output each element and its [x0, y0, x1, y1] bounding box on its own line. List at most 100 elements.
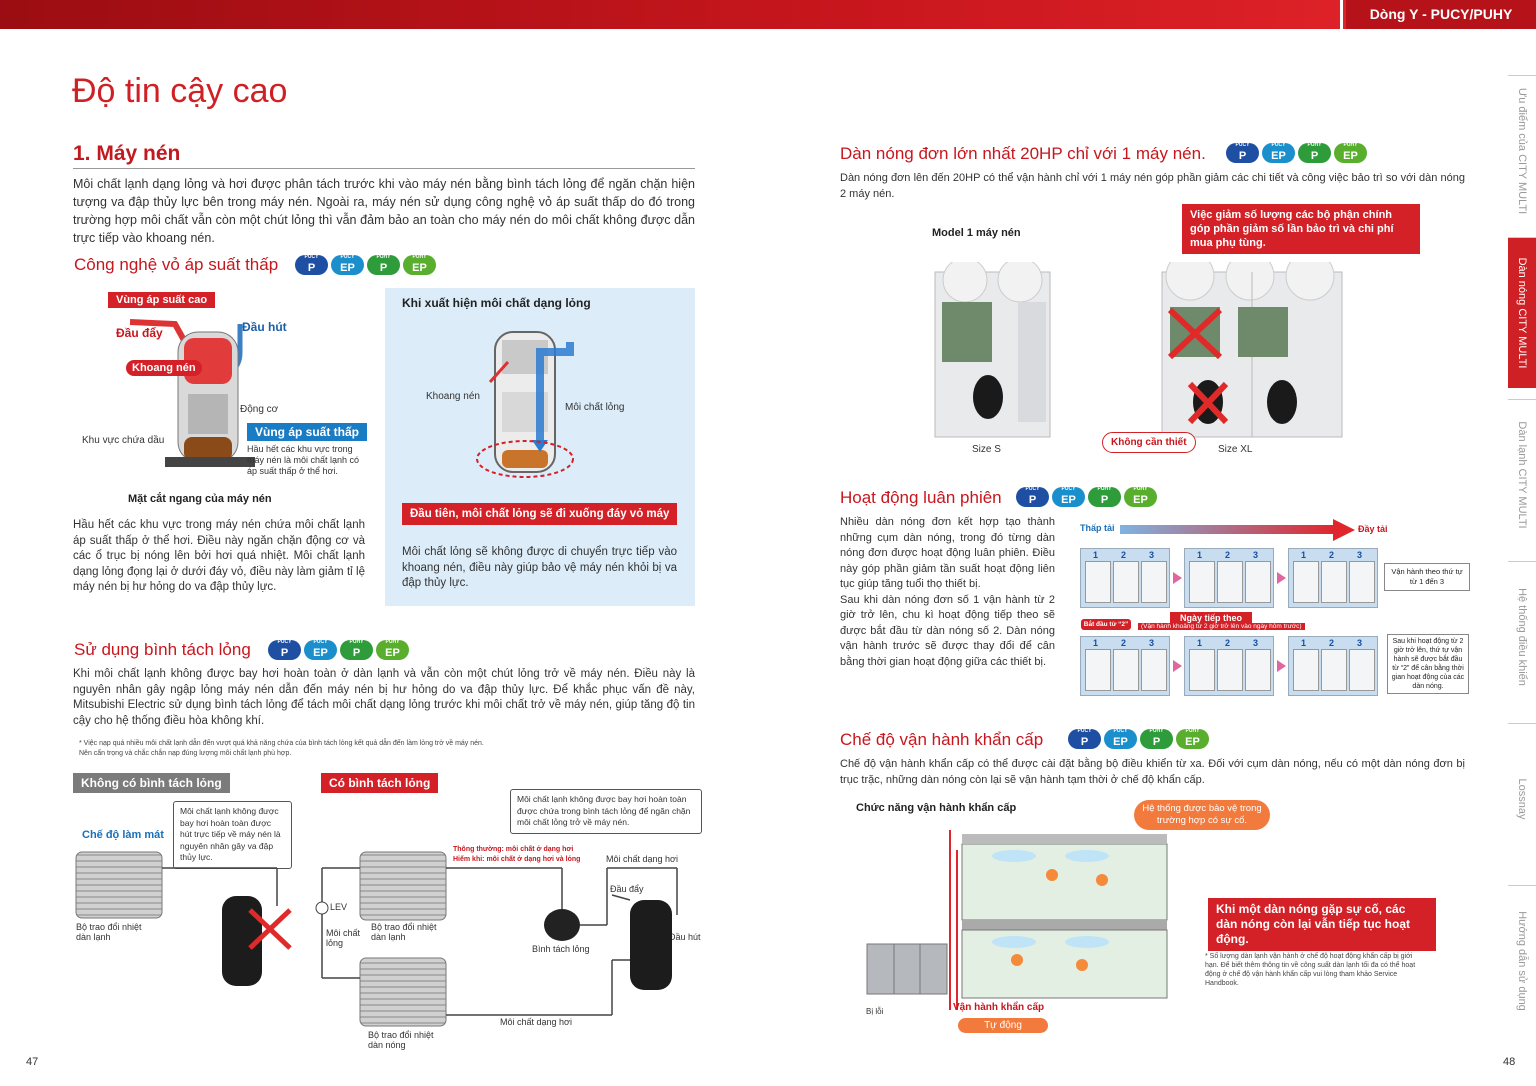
rotation-unit-number: 3	[1149, 638, 1155, 648]
rotation-unit-number: 2	[1121, 638, 1127, 648]
rotation-unit	[1113, 649, 1139, 691]
single-title: Dàn nóng đơn lớn nhất 20HP chỉ với 1 máy…	[840, 144, 1206, 163]
shell-body: Hầu hết các khu vực trong máy nén chứa m…	[73, 519, 365, 593]
single-body: Dàn nóng đơn lên đến 20HP có thể vận hàn…	[840, 172, 1465, 200]
without-separator-illustration	[75, 851, 292, 986]
size-xl-label: Size XL	[1218, 444, 1253, 455]
rotation-step-arrow	[1173, 660, 1182, 672]
rotation-unit-number: 3	[1253, 550, 1259, 560]
size-s-label: Size S	[972, 444, 1001, 455]
rotation-unit	[1189, 561, 1215, 603]
separator-title: Sử dụng bình tách lỏng	[74, 640, 251, 659]
chamber-label: Khoang nén	[126, 360, 202, 376]
fault-label: Bị lỗi	[866, 1007, 884, 1016]
rotation-unit-number: 2	[1121, 550, 1127, 560]
rotation-note-1: Vận hành theo thứ tự từ 1 đến 3	[1384, 563, 1470, 591]
rare-note: Hiếm khi: môi chất ở dạng hơi và lỏng	[453, 856, 581, 863]
normal-note: Thông thường: môi chất ở dạng hơi	[453, 846, 574, 853]
auto-label: Tự động	[958, 1018, 1048, 1033]
panel-chamber-label: Khoang nén	[426, 391, 480, 402]
backup-body: Chế độ vận hành khẩn cấp có thể được cài…	[840, 758, 1465, 786]
rotation-unit	[1085, 561, 1111, 603]
rotation-unit	[1245, 561, 1271, 603]
indoor-hx-label-2: Bộ trao đổi nhiệt dàn lạnh	[371, 922, 437, 942]
rotation-unit-number: 3	[1149, 550, 1155, 560]
callout-with: Môi chất lạnh không được bay hơi hoàn to…	[510, 789, 702, 834]
rotation-unit	[1085, 649, 1111, 691]
rotation-unit	[1349, 561, 1375, 603]
sidenav-item-guide[interactable]: Hướng dẫn sử dụng	[1508, 885, 1536, 1036]
panel-redbar: Đầu tiên, môi chất lỏng sẽ đi xuống đáy …	[402, 503, 678, 525]
lev-label: LEV	[330, 902, 348, 912]
outdoor-hx-label: Bộ trao đổi nhiệt dàn nóng	[368, 1030, 434, 1050]
discharge-label: Đầu đẩy	[116, 326, 163, 340]
next-day-sub: (Vận hành khoảng từ 2 giờ trở lên vào ng…	[1138, 623, 1305, 630]
motor-label: Động cơ	[240, 404, 279, 415]
without-separator-label: Không có bình tách lỏng	[73, 773, 230, 793]
low-load-label: Thấp tải	[1080, 523, 1115, 533]
side-nav: Ưu điểm của CITY MULTI Dàn nóng CITY MUL…	[1508, 75, 1536, 1035]
with-separator-illustration	[315, 851, 678, 1027]
emergency-label: Vận hành khẩn cấp	[953, 1002, 1045, 1013]
discharge-label-2: Đầu đẩy	[610, 884, 644, 894]
rotation-unit	[1245, 649, 1271, 691]
rotation-unit	[1349, 649, 1375, 691]
rotation-unit-number: 1	[1093, 550, 1099, 560]
function-label: Chức năng vận hành khẩn cấp	[856, 802, 1017, 814]
liquid-label: Môi chất lỏng	[326, 928, 361, 948]
sidenav-item-outdoor[interactable]: Dàn nóng CITY MULTI	[1508, 237, 1536, 388]
with-separator-label: Có bình tách lỏng	[321, 773, 439, 793]
low-zone-label: Vùng áp suất thấp	[247, 423, 368, 441]
rotation-step-arrow	[1173, 572, 1182, 584]
rotation-unit	[1113, 561, 1139, 603]
not-needed-label: Không cần thiết	[1102, 432, 1196, 453]
section-rule	[73, 168, 695, 169]
protect-bubble: Hệ thống được bảo vệ trong trường hợp có…	[1134, 800, 1270, 830]
separator-note: * Việc nạp quá nhiều môi chất lạnh dẫn đ…	[79, 740, 484, 757]
panel-liquid-label: Môi chất lỏng	[565, 402, 625, 413]
rotation-unit-number: 2	[1329, 550, 1335, 560]
rotation-unit	[1141, 649, 1167, 691]
sidenav-item-control[interactable]: Hệ thống điều khiển	[1508, 561, 1536, 712]
rotation-unit	[1321, 561, 1347, 603]
cross-section-caption: Mặt cắt ngang của máy nén	[128, 493, 272, 505]
outdoor-units-illustration	[934, 262, 1343, 438]
rotation-step-arrow	[1277, 660, 1286, 672]
rotation-unit	[1217, 649, 1243, 691]
sidenav-item-indoor[interactable]: Dàn lạnh CITY MULTI	[1508, 399, 1536, 550]
rotation-unit-number: 1	[1301, 638, 1307, 648]
rotation-unit-number: 1	[1197, 638, 1203, 648]
suction-label-2: Đầu hút	[669, 932, 701, 942]
model-label: Model 1 máy nén	[932, 227, 1021, 239]
gas-refrig-label-2: Môi chất dạng hơi	[500, 1017, 572, 1027]
sidenav-item-advantages[interactable]: Ưu điểm của CITY MULTI	[1508, 75, 1536, 226]
next-day-label: Ngày tiếp theo	[1170, 612, 1253, 624]
suction-label: Đầu hút	[242, 320, 287, 334]
rotation-unit-number: 1	[1093, 638, 1099, 648]
rotation-unit-number: 2	[1225, 550, 1231, 560]
building-illustration	[866, 830, 1168, 1010]
page-number-right: 48	[1503, 1056, 1516, 1068]
rotation-unit-number: 2	[1225, 638, 1231, 648]
sidenav-item-lossnay[interactable]: Lossnay	[1508, 723, 1536, 874]
